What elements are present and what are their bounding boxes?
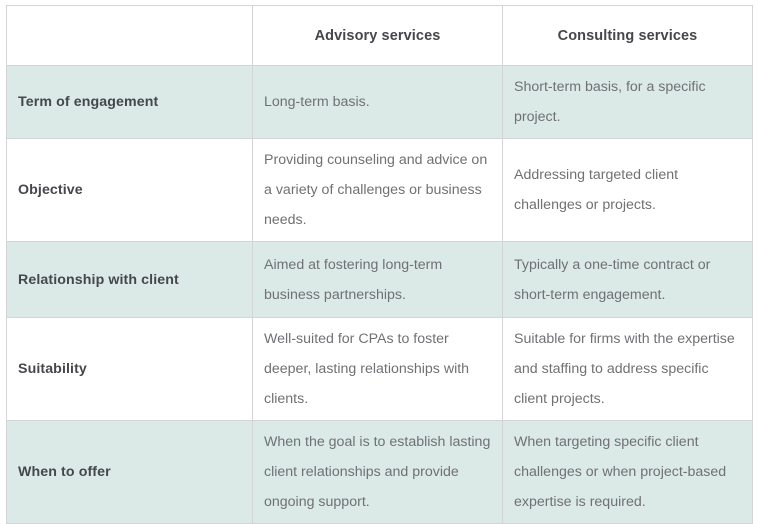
cell-consulting-when-to-offer: When targeting specific client challenge… bbox=[502, 420, 753, 524]
row-label-objective: Objective bbox=[6, 138, 253, 242]
cell-consulting-suitability: Suitable for firms with the expertise an… bbox=[502, 317, 753, 421]
comparison-table-container: Advisory services Consulting services Te… bbox=[6, 5, 753, 524]
cell-advisory-objective: Providing counseling and advice on a var… bbox=[252, 138, 503, 242]
cell-consulting-relationship-with-client: Typically a one-time contract or short-t… bbox=[502, 241, 753, 318]
cell-advisory-suitability: Well-suited for CPAs to foster deeper, l… bbox=[252, 317, 503, 421]
table-row: Relationship with client Aimed at foster… bbox=[6, 241, 753, 318]
table-header: Advisory services Consulting services bbox=[6, 5, 753, 66]
table-row: Suitability Well-suited for CPAs to fost… bbox=[6, 317, 753, 421]
column-header-consulting-services: Consulting services bbox=[502, 5, 753, 66]
row-label-when-to-offer: When to offer bbox=[6, 420, 253, 524]
row-label-suitability: Suitability bbox=[6, 317, 253, 421]
table-row: When to offer When the goal is to establ… bbox=[6, 420, 753, 524]
table-body: Term of engagement Long-term basis. Shor… bbox=[6, 65, 753, 524]
table-header-row: Advisory services Consulting services bbox=[6, 5, 753, 66]
table-corner-cell bbox=[6, 5, 253, 66]
comparison-table: Advisory services Consulting services Te… bbox=[6, 5, 753, 524]
column-header-advisory-services: Advisory services bbox=[252, 5, 503, 66]
table-row: Term of engagement Long-term basis. Shor… bbox=[6, 65, 753, 139]
cell-advisory-relationship-with-client: Aimed at fostering long-term business pa… bbox=[252, 241, 503, 318]
cell-advisory-when-to-offer: When the goal is to establish lasting cl… bbox=[252, 420, 503, 524]
table-row: Objective Providing counseling and advic… bbox=[6, 138, 753, 242]
cell-consulting-term-of-engagement: Short-term basis, for a specific project… bbox=[502, 65, 753, 139]
row-label-relationship-with-client: Relationship with client bbox=[6, 241, 253, 318]
cell-advisory-term-of-engagement: Long-term basis. bbox=[252, 65, 503, 139]
cell-consulting-objective: Addressing targeted client challenges or… bbox=[502, 138, 753, 242]
row-label-term-of-engagement: Term of engagement bbox=[6, 65, 253, 139]
